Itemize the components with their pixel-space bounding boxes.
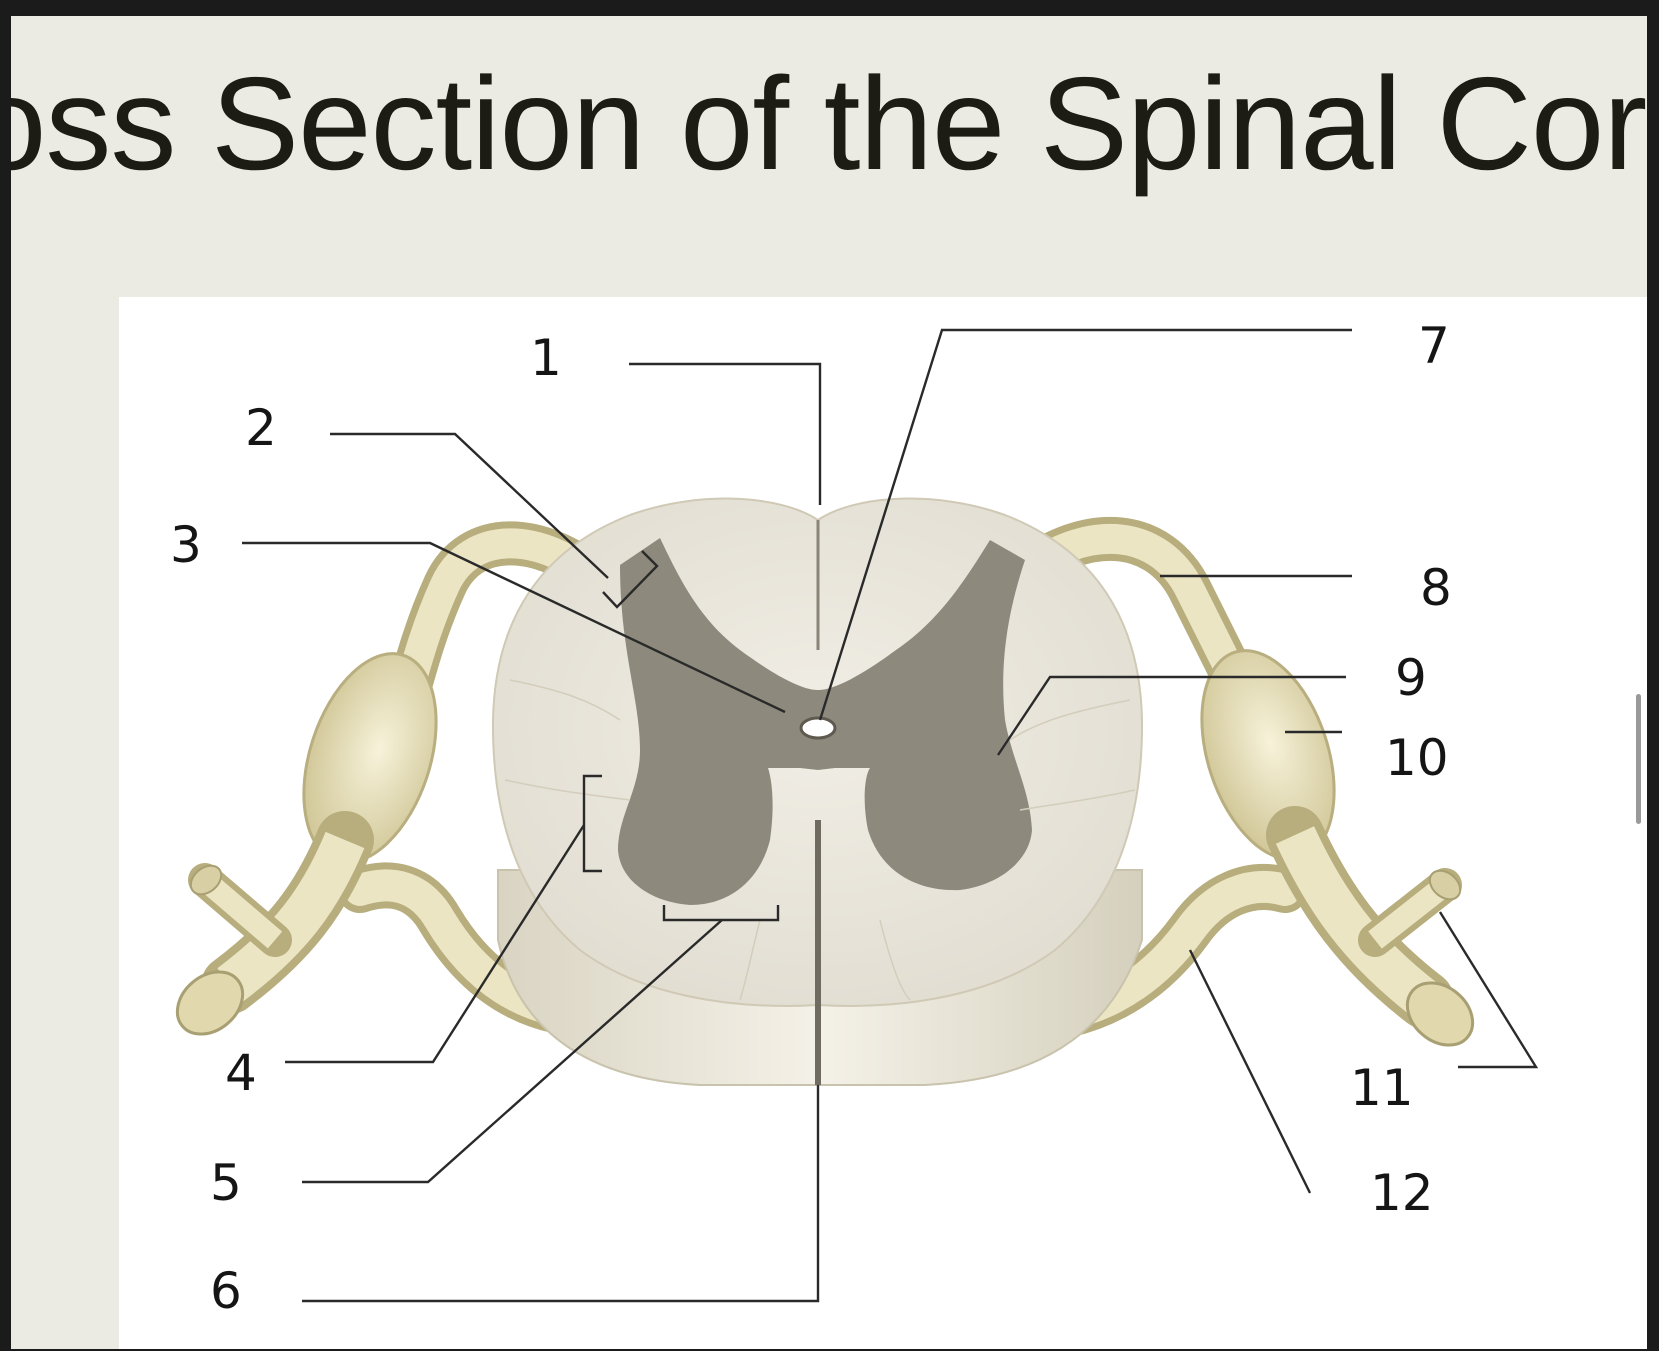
label-5: 5 [210,1154,242,1212]
label-8: 8 [1420,559,1452,617]
leader-2 [330,432,609,579]
leader-6 [302,1085,820,1303]
leader-9 [997,675,1346,756]
label-11: 11 [1350,1059,1414,1117]
leader-1 [629,362,822,505]
leader-7 [818,328,1352,721]
leader-5 [302,919,723,1184]
central-canal [799,716,837,740]
spinal-cord [491,497,1144,1086]
label-4: 4 [225,1044,257,1102]
scrollbar[interactable] [1636,694,1641,824]
label-10: 10 [1385,729,1449,787]
leader-4 [285,824,586,1064]
label-7: 7 [1418,317,1450,375]
bracket-11 [1438,911,1539,1069]
number-labels: 1 2 3 4 5 6 7 8 9 10 11 12 [170,317,1452,1320]
label-9: 9 [1395,649,1427,707]
bracket-2 [602,550,659,609]
label-3: 3 [170,516,202,574]
slide-title: oss Section of the Spinal Cord [11,50,1647,197]
label-6: 6 [210,1262,242,1320]
leader-3 [242,541,786,714]
bracket-4 [582,774,602,873]
label-2: 2 [245,399,277,457]
leader-lines [242,328,1352,1303]
label-1: 1 [530,329,562,387]
label-12: 12 [1370,1164,1434,1222]
leader-12 [1188,949,1312,1194]
